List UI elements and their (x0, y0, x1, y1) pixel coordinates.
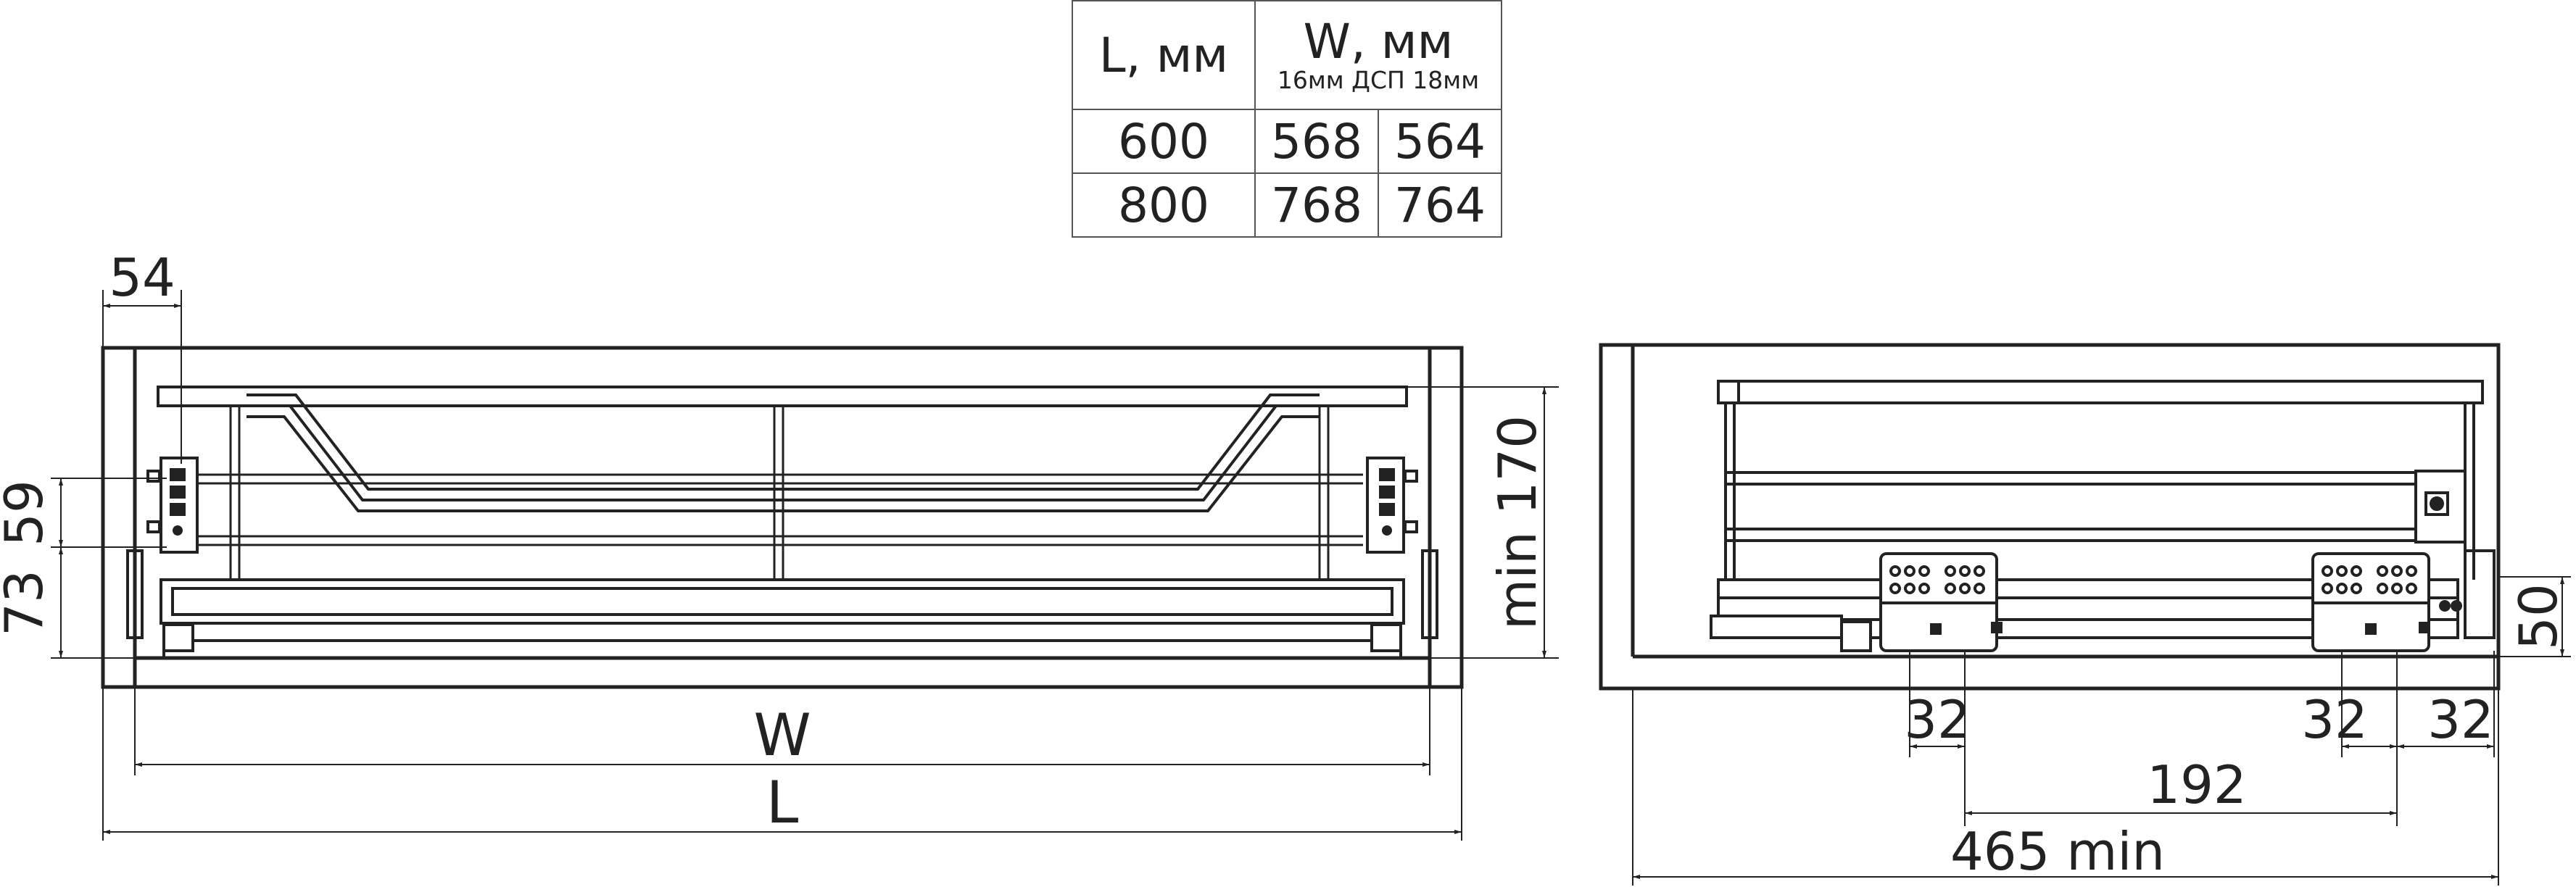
basket-uprights (229, 406, 1330, 580)
left-mounting-bracket (126, 457, 199, 652)
label-32-b: 32 (2301, 689, 2368, 750)
label-50: 50 (2508, 583, 2569, 650)
label-465-min: 465 min (1950, 821, 2165, 882)
label-w: W (753, 701, 811, 769)
cell-w16: 568 (1254, 109, 1379, 174)
rear-clip (2414, 470, 2496, 639)
table-row: 600 568 564 (1072, 109, 1502, 174)
dim-54 (102, 290, 182, 464)
rear-mounting-plate (2311, 552, 2462, 652)
label-73: 73 (0, 570, 54, 636)
cell-w18: 764 (1378, 172, 1502, 238)
dim-left-heights (51, 478, 167, 659)
dim-w (134, 687, 1430, 775)
dim-side-lines (1632, 576, 2571, 886)
basket-bottom-tray (160, 578, 1405, 658)
cell-l: 800 (1072, 172, 1256, 238)
right-mounting-bracket (1366, 457, 1438, 652)
front-mounting-plate (1879, 552, 2003, 652)
label-32-c: 32 (2427, 689, 2494, 750)
header-width: W, мм 16мм ДСП 18мм (1254, 0, 1502, 110)
basket-handle-wire (247, 393, 1320, 512)
side-view (1599, 343, 2571, 886)
header-width-sub: 16мм ДСП 18мм (1277, 66, 1480, 94)
label-192: 192 (2147, 754, 2246, 815)
dim-min-170 (1407, 386, 1559, 659)
label-32-a: 32 (1904, 689, 1971, 750)
label-l: L (766, 769, 799, 836)
header-width-label: W, мм (1303, 14, 1454, 70)
table-row: 800 768 764 (1072, 172, 1502, 238)
basket-top-rail (157, 386, 1408, 407)
cell-w18: 564 (1378, 109, 1502, 174)
cell-l: 600 (1072, 109, 1256, 174)
table-header-row: L, мм W, мм 16мм ДСП 18мм (1072, 0, 1502, 110)
basket-side-wires (196, 473, 1363, 546)
cell-w16: 768 (1254, 172, 1379, 238)
header-length: L, мм (1072, 0, 1256, 110)
label-54: 54 (109, 247, 175, 308)
front-view (51, 290, 1559, 841)
label-59: 59 (0, 480, 54, 546)
label-min-170: min 170 (1487, 415, 1548, 630)
dim-l (102, 687, 1462, 841)
spec-table: L, мм W, мм 16мм ДСП 18мм 600 568 564 80… (1072, 0, 1502, 238)
